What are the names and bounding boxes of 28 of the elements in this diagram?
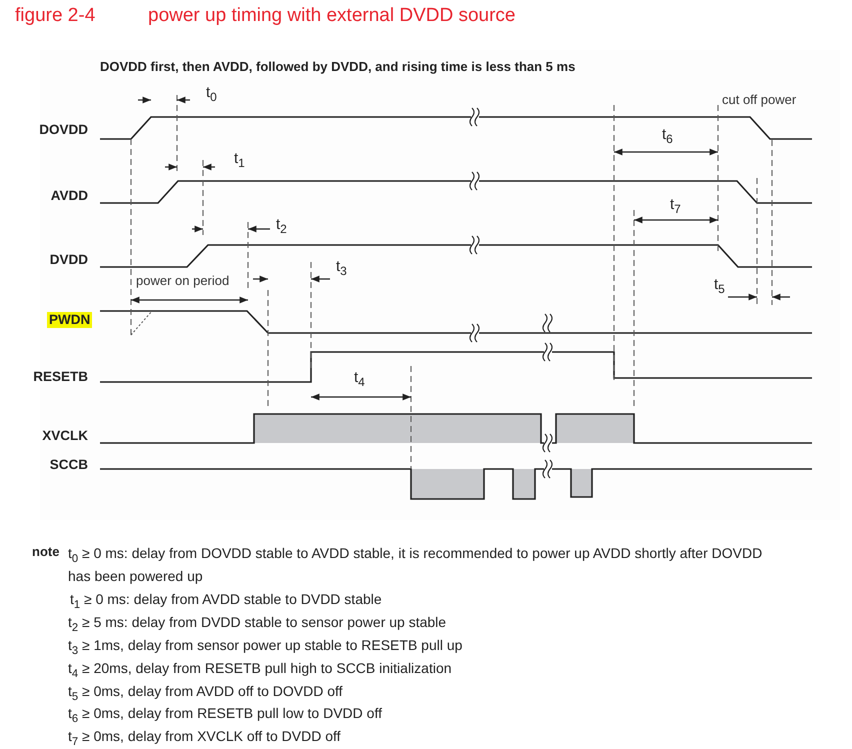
timing-label: t$_{3}$: [336, 258, 347, 276]
timing-label: t$_{0}$: [206, 84, 217, 102]
timing-label: t$_{2}$: [276, 216, 287, 234]
note-text: t$_{1}$ ≥ 0 ms: delay from AVDD stable to DVDD stable: [70, 590, 383, 611]
timing-label: t$_{6}$: [662, 126, 673, 144]
annotation: cut off power: [722, 93, 796, 108]
note-text: t$_{5}$ ≥ 0ms, delay from AVDD off to DOVDD off: [68, 682, 344, 703]
timing-label: t$_{5}$: [714, 276, 725, 294]
signal-name: RESETB: [33, 369, 88, 385]
note-text: t$_{2}$ ≥ 5 ms: delay from DVDD stable to sensor power up stable: [68, 613, 448, 634]
note-text: t$_{4}$ ≥ 20ms, delay from RESETB pull high to SCCB initialization: [68, 659, 453, 680]
signal-name: DOVDD: [39, 122, 88, 138]
signal-name: XVCLK: [42, 428, 88, 444]
timing-label: t$_{1}$: [234, 150, 245, 168]
note-text: t$_{7}$ ≥ 0ms, delay from XVCLK off to DVDD off: [68, 727, 342, 748]
figure-title: power up timing with external DVDD source: [148, 5, 516, 27]
diagram-heading: DOVDD first, then AVDD, followed by DVDD, and rising time is less than 5 ms: [100, 60, 576, 75]
note-text: t$_{3}$ ≥ 1ms, delay from sensor power up stable to RESETB pull up: [68, 636, 464, 657]
note-text: t$_{6}$ ≥ 0ms, delay from RESETB pull low to DVDD off: [68, 704, 383, 725]
signal-name: AVDD: [50, 188, 88, 204]
signal-name: DVDD: [50, 252, 88, 268]
signal-name: PWDN: [47, 312, 92, 328]
annotation: power on period: [136, 274, 230, 289]
timing-label: t$_{4}$: [354, 369, 365, 386]
figure-number: figure 2-4: [15, 5, 96, 27]
note-label: note: [32, 545, 60, 560]
timing-label: t$_{7}$: [670, 196, 681, 214]
signal-name: SCCB: [50, 457, 88, 473]
